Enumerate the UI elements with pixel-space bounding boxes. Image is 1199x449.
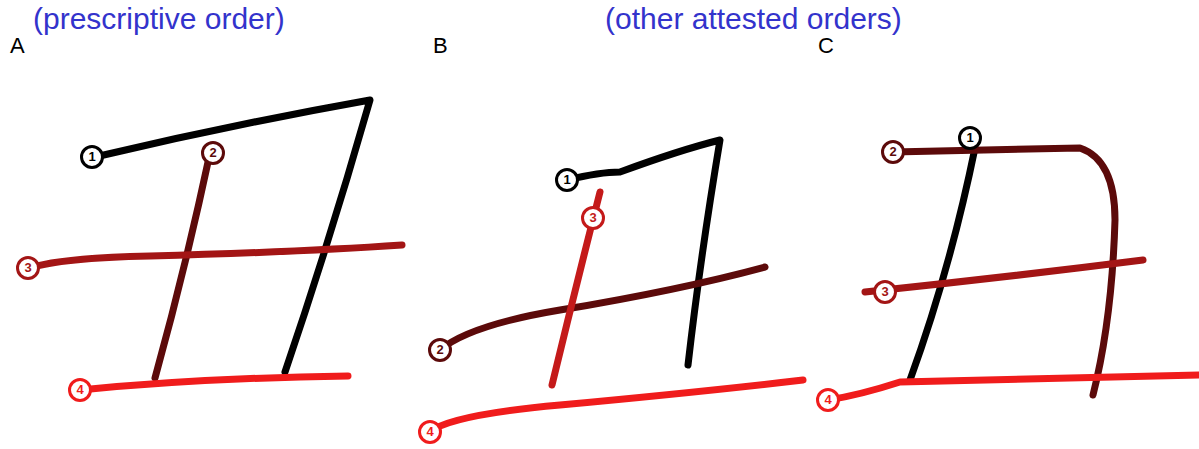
stroke-4 bbox=[828, 375, 1199, 400]
stroke-1 bbox=[910, 148, 975, 380]
stroke-3 bbox=[865, 260, 1143, 292]
callout-number: 2 bbox=[201, 141, 225, 165]
stroke-2 bbox=[440, 267, 765, 350]
callout-number: 3 bbox=[16, 256, 40, 280]
callout-number: 4 bbox=[418, 420, 442, 444]
panel-letter: A bbox=[10, 34, 25, 58]
stroke-4 bbox=[80, 376, 348, 390]
callout-number: 1 bbox=[80, 145, 104, 169]
callout-number: 3 bbox=[581, 206, 605, 230]
stroke-3 bbox=[30, 245, 402, 268]
section-heading: (prescriptive order) bbox=[33, 2, 285, 36]
callout-number: 2 bbox=[428, 338, 452, 362]
callout-number: 4 bbox=[68, 378, 92, 402]
panel-letter: C bbox=[818, 34, 834, 58]
callout-number: 1 bbox=[958, 126, 982, 150]
panel-letter: B bbox=[433, 34, 448, 58]
section-heading: (other attested orders) bbox=[605, 2, 902, 36]
stroke-1 bbox=[95, 100, 370, 372]
stroke-2 bbox=[893, 148, 1115, 395]
stroke-1 bbox=[567, 140, 720, 365]
callout-number: 1 bbox=[555, 168, 579, 192]
callout-number: 3 bbox=[873, 280, 897, 304]
callout-number: 4 bbox=[816, 388, 840, 412]
callout-number: 2 bbox=[881, 140, 905, 164]
stroke-2 bbox=[155, 153, 210, 378]
stroke-4 bbox=[430, 380, 803, 432]
